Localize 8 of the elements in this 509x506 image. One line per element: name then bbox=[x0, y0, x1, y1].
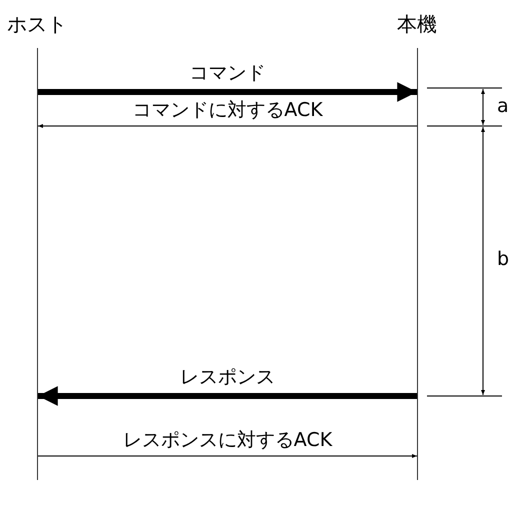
message-arrow bbox=[38, 454, 418, 458]
participant-label: ホスト bbox=[7, 11, 67, 38]
dimension-label: b bbox=[497, 248, 509, 270]
participant-label: 本機 bbox=[397, 11, 437, 38]
dimension-label: a bbox=[497, 95, 509, 117]
message-arrow bbox=[38, 124, 418, 128]
message-arrow bbox=[38, 386, 417, 406]
message-arrow bbox=[38, 82, 417, 102]
